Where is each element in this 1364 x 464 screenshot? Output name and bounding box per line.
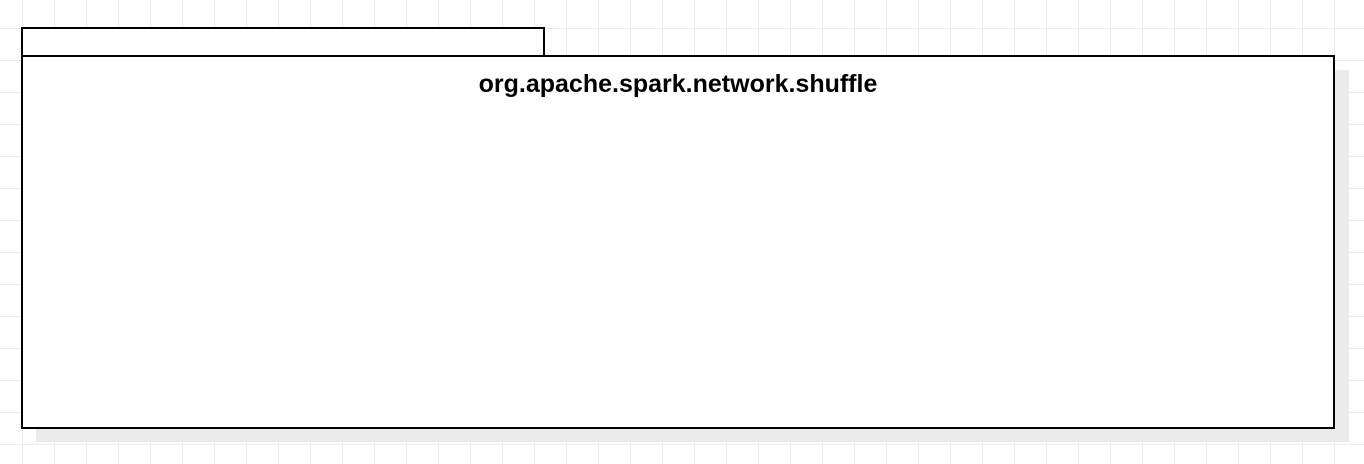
- package-tab[interactable]: [21, 27, 545, 56]
- package-shuffle[interactable]: org.apache.spark.network.shuffle: [21, 55, 1335, 429]
- package-title: org.apache.spark.network.shuffle: [478, 70, 878, 98]
